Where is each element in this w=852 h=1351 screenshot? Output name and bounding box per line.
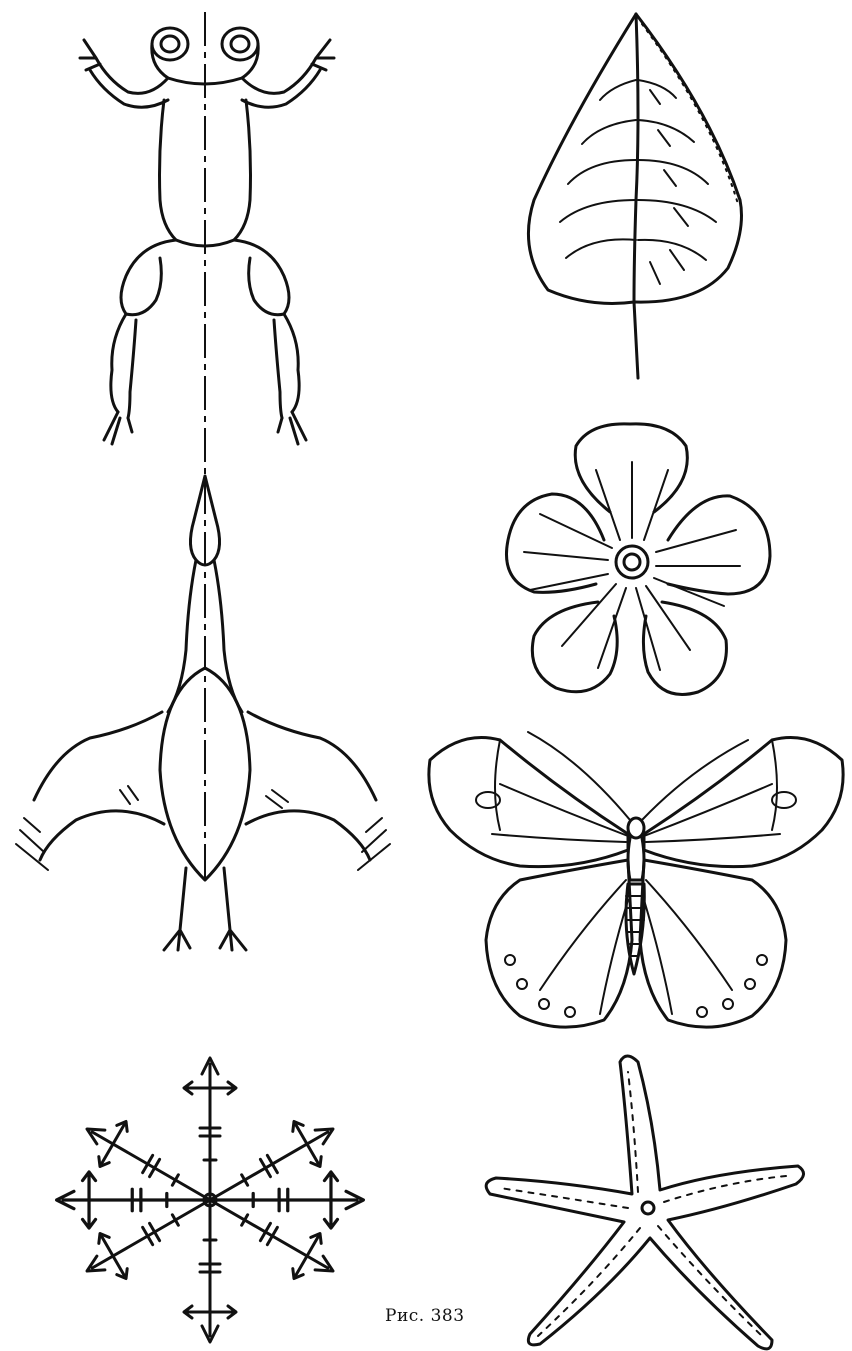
butterfly-drawing xyxy=(429,732,843,1027)
snowflake-drawing xyxy=(57,1058,364,1342)
frog-drawing xyxy=(80,28,334,444)
flower-drawing xyxy=(506,424,770,695)
figure-caption: Рис. 383 xyxy=(385,1306,465,1326)
bird-drawing xyxy=(16,476,390,950)
leaf-drawing xyxy=(528,14,741,378)
starfish-drawing xyxy=(486,1056,803,1349)
